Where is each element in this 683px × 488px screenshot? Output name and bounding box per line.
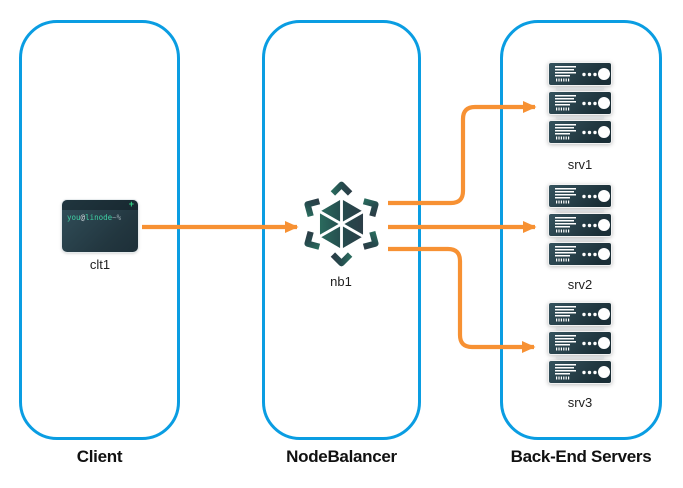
lane-label-backend-servers: Back-End Servers	[510, 447, 652, 466]
plus-icon: +	[128, 199, 134, 209]
node-label-srv3: srv3	[567, 395, 593, 410]
lane-label-client: Client	[76, 447, 123, 466]
nodebalancer-lane-box	[262, 20, 421, 440]
server-stack-icon	[548, 184, 612, 266]
lane-label-nodebalancer: NodeBalancer	[286, 447, 397, 466]
node-label-srv1: srv1	[567, 157, 593, 172]
edge-nb1-srv1	[388, 101, 537, 206]
node-label-nb1: nb1	[330, 274, 352, 289]
node-label-srv2: srv2	[567, 277, 593, 292]
terminal-titlebar: +	[62, 199, 138, 210]
node-label-clt1: clt1	[89, 257, 111, 272]
backend-lane-box	[500, 20, 662, 440]
client-lane-box	[19, 20, 180, 440]
terminal-prompt: you@linode~%	[67, 213, 122, 222]
server-stack-icon	[548, 62, 612, 144]
nodebalancer-icon	[295, 180, 388, 268]
server-stack-icon	[548, 302, 612, 384]
edge-nb1-srv3	[388, 246, 536, 353]
terminal-icon: + you@linode~%	[62, 199, 138, 252]
